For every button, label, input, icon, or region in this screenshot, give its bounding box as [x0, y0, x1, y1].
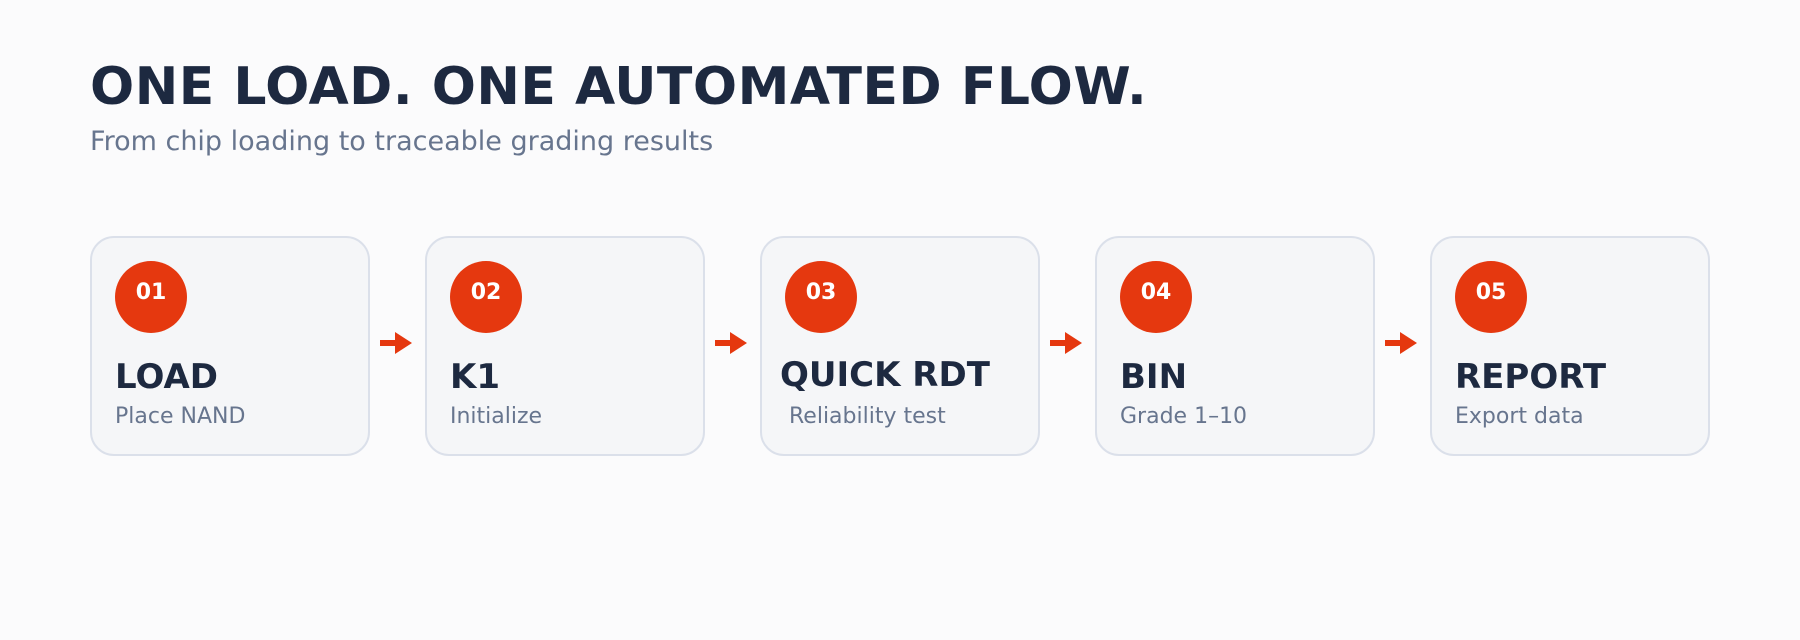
- step-description: Initialize: [450, 404, 543, 429]
- page-title: ONE LOAD. ONE AUTOMATED FLOW.: [90, 57, 1148, 117]
- arrow-right-icon: [380, 332, 412, 354]
- step-description: Grade 1–10: [1120, 404, 1248, 429]
- step-card-bin: 04 BIN Grade 1–10: [1095, 236, 1375, 456]
- step-description: Reliability test: [789, 404, 946, 429]
- arrow-right-icon: [1385, 332, 1417, 354]
- arrow-right-icon: [1050, 332, 1082, 354]
- step-title: BIN: [1120, 357, 1188, 397]
- step-number-badge: 03: [785, 261, 857, 333]
- step-card-load: 01 LOAD Place NAND: [90, 236, 370, 456]
- step-description: Export data: [1455, 404, 1584, 429]
- step-card-report: 05 REPORT Export data: [1430, 236, 1710, 456]
- arrow-right-icon: [715, 332, 747, 354]
- step-card-k1: 02 K1 Initialize: [425, 236, 705, 456]
- step-number-badge: 05: [1455, 261, 1527, 333]
- step-title: LOAD: [115, 357, 218, 397]
- step-number-badge: 02: [450, 261, 522, 333]
- step-description: Place NAND: [115, 404, 246, 429]
- step-title: K1: [450, 357, 501, 397]
- step-title: REPORT: [1455, 357, 1607, 397]
- page-subtitle: From chip loading to traceable grading r…: [90, 126, 714, 157]
- step-number-badge: 04: [1120, 261, 1192, 333]
- step-card-quick-rdt: 03 QUICK RDT Reliability test: [760, 236, 1040, 456]
- step-number-badge: 01: [115, 261, 187, 333]
- step-title: QUICK RDT: [780, 355, 990, 395]
